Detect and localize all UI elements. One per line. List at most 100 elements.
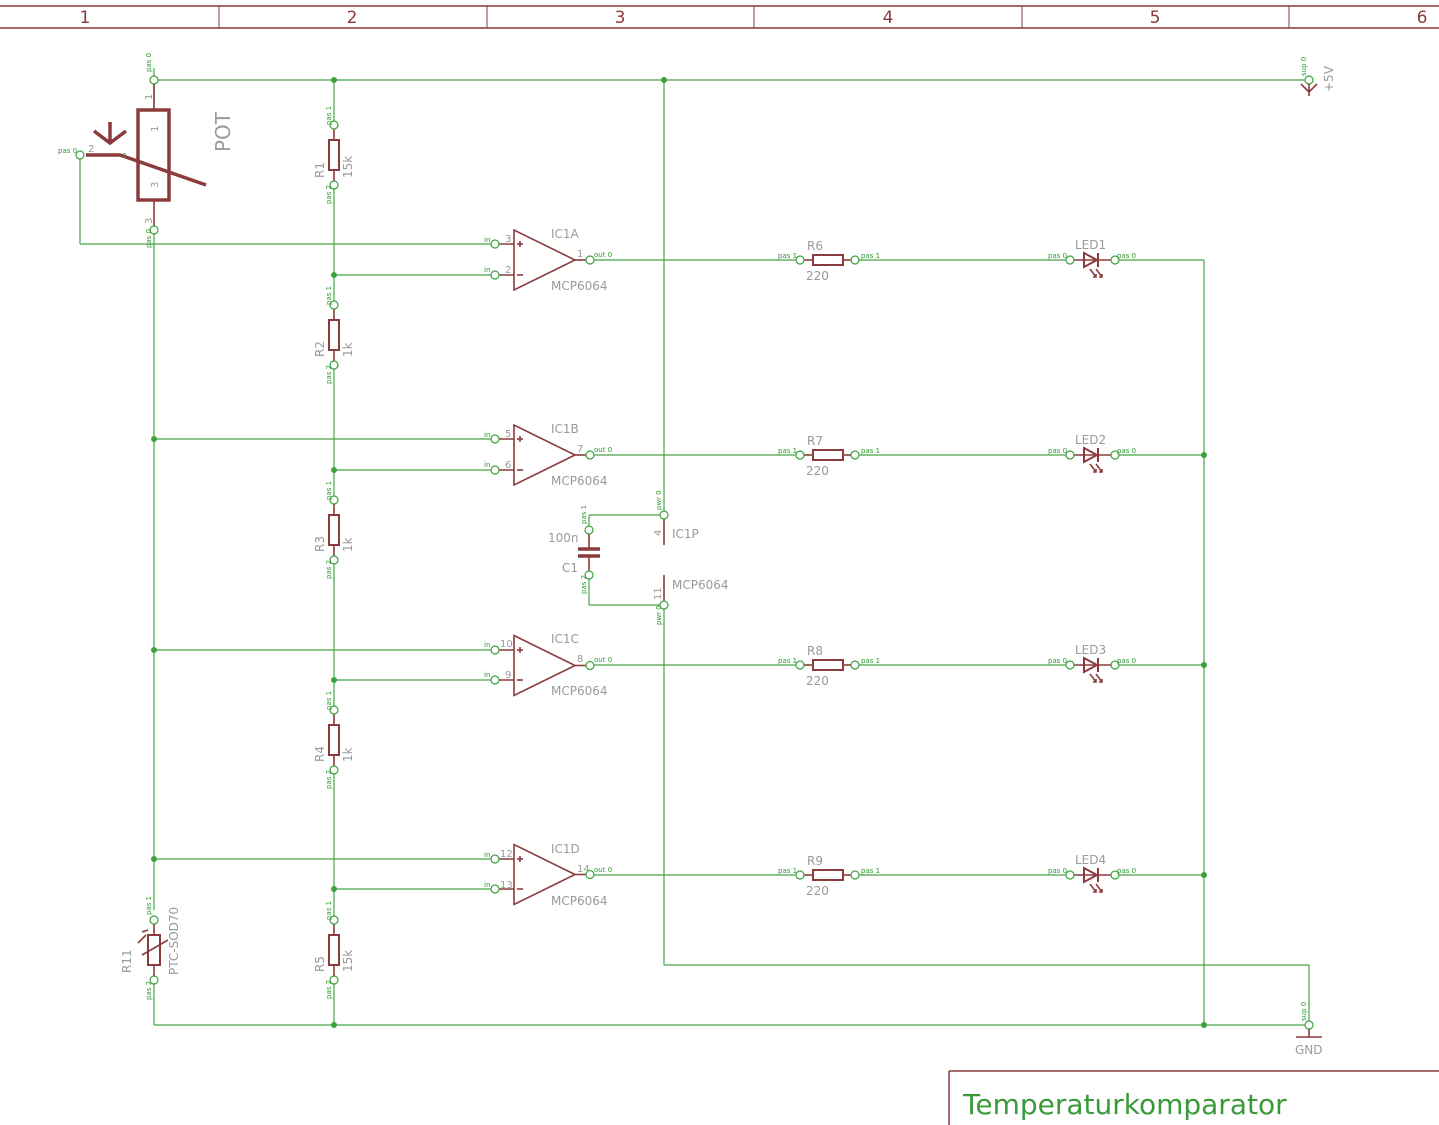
r1-symbol[interactable] [328,120,340,190]
vcc-pin-label: sup 0 [1300,57,1308,76]
ic1p-vcc-label: pwr 0 [655,490,663,510]
r2-value: 1k [341,342,355,357]
r8-symbol[interactable] [795,659,860,671]
r9-value: 220 [806,884,829,898]
led4-pin-b: pas 0 [1117,867,1136,875]
ic1a-pin-minus: 2 [505,265,511,276]
ptc-name: R11 [120,949,134,973]
led3-pin-b: pas 0 [1117,657,1136,665]
r6-value: 220 [806,269,829,283]
r9-symbol[interactable] [795,869,860,881]
led4-symbol[interactable] [1065,866,1120,893]
ic1c-symbol[interactable] [490,634,595,697]
ic1d-symbol[interactable] [490,843,595,906]
pot-body-3: 3 [150,182,161,188]
ic1p-vcc-pin: 4 [653,530,664,536]
pot-pas2: pas 0 [58,147,77,155]
r8-pin-b: pas 1 [861,657,880,665]
led1-symbol[interactable] [1065,251,1120,278]
ic1b-pin-minus: 6 [505,460,511,471]
title-text: Temperaturkomparator [962,1088,1287,1121]
pot-symbol[interactable] [75,75,207,235]
r3-name: R3 [313,536,327,552]
ic1b-in-label-plus: in [484,431,490,439]
r4-pin-b: pas 2 [325,770,333,789]
ic1d-pin-minus: 13 [500,880,513,891]
r5-pin-b: pas 2 [325,980,333,999]
ic1b-in-label-minus: in [484,461,490,469]
ic1d-in-label-minus: in [484,881,490,889]
wires [79,68,1310,1026]
pot-pin1: 1 [144,94,155,100]
r8-value: 220 [806,674,829,688]
ic1b-type: MCP6064 [551,474,608,488]
ic1p-name: IC1P [672,527,699,541]
vcc-symbol[interactable] [1300,75,1318,96]
pot-pas1: pas 0 [145,53,153,72]
ic1a-name: IC1A [551,227,580,241]
ic1b-pin-out: 7 [577,444,583,455]
pot-name: POT [211,111,235,152]
vcc-label: +5V [1322,65,1336,92]
r8-pin-a: pas 1 [778,657,797,665]
r4-symbol[interactable] [328,705,340,775]
pot-pas3: pas 0 [145,229,153,248]
led2-name: LED2 [1075,433,1106,447]
ic1c-pin-minus: 9 [505,670,511,681]
ic1p-symbol[interactable] [659,510,669,610]
r7-value: 220 [806,464,829,478]
r5-name: R5 [313,956,327,972]
c1-name: C1 [562,561,578,575]
r2-name: R2 [313,341,327,357]
r7-name: R7 [807,434,823,448]
gnd-symbol[interactable] [1296,1020,1322,1038]
ptc-symbol[interactable] [137,915,169,985]
r2-symbol[interactable] [328,300,340,370]
r7-symbol[interactable] [795,449,860,461]
r9-pin-a: pas 1 [778,867,797,875]
r3-value: 1k [341,537,355,552]
ic1a-pin-out: 1 [577,249,583,260]
pot-pin3: 3 [144,218,155,224]
ic1c-type: MCP6064 [551,684,608,698]
r4-value: 1k [341,747,355,762]
r2-pin-a: pas 1 [325,286,333,305]
r9-pin-b: pas 1 [861,867,880,875]
ic1b-out-label: out 0 [594,446,612,454]
title-block [948,1070,1439,1125]
ic1a-in-label-minus: in [484,266,490,274]
ic1d-pin-out: 14 [577,864,590,875]
gnd-pin-label: sup 0 [1300,1002,1308,1021]
ic1d-out-label: out 0 [594,866,612,874]
led2-pin-a: pas 0 [1048,447,1067,455]
ic1b-name: IC1B [551,422,579,436]
ic1c-pin-out: 8 [577,654,583,665]
led3-symbol[interactable] [1065,656,1120,683]
ic1d-in-label-plus: in [484,851,490,859]
frame-column-4: 4 [883,8,894,28]
r3-symbol[interactable] [328,495,340,565]
r5-symbol[interactable] [328,915,340,985]
ic1c-in-label-plus: in [484,641,490,649]
pot-pin2: 2 [88,144,94,155]
ic1d-pin-plus: 12 [500,849,513,860]
ic1b-pin-plus: 5 [505,429,511,440]
ptc-type: PTC-SOD70 [167,907,181,975]
r4-name: R4 [313,746,327,762]
ic1c-in-label-minus: in [484,671,490,679]
r1-pin-a: pas 1 [325,106,333,125]
led2-symbol[interactable] [1065,446,1120,473]
r5-value: 15k [341,950,355,972]
ic1a-symbol[interactable] [490,228,595,292]
ic1b-symbol[interactable] [490,423,595,487]
frame-column-3: 3 [615,8,626,28]
ic1a-type: MCP6064 [551,279,608,293]
frame-column-1: 1 [80,8,91,28]
c1-value: 100n [548,531,579,545]
r7-pin-a: pas 1 [778,447,797,455]
r6-symbol[interactable] [795,254,860,266]
led1-pin-a: pas 0 [1048,252,1067,260]
ic1d-type: MCP6064 [551,894,608,908]
c1-symbol[interactable] [578,525,600,580]
c1-pin-a: pas 1 [580,505,588,524]
